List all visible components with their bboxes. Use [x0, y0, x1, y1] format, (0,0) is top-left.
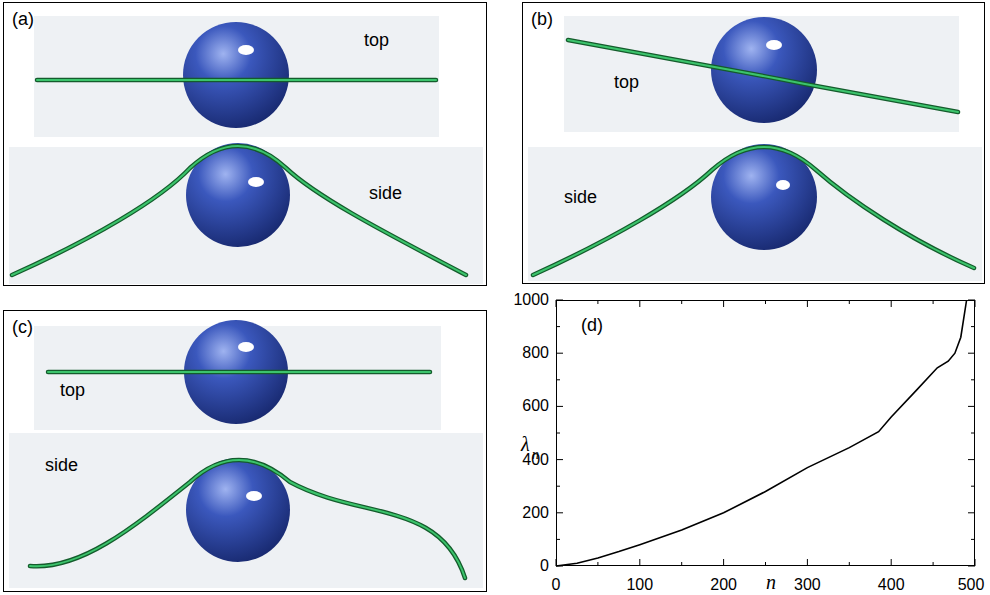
view-band: top — [34, 16, 439, 137]
panel-letter: (a) — [12, 9, 34, 30]
tick-label: 0 — [552, 576, 561, 594]
panel: (a) top side — [3, 2, 487, 286]
axis-symbol: λ — [521, 433, 530, 456]
view-label: top — [364, 30, 389, 51]
view-band: side — [528, 147, 982, 281]
view-label: side — [45, 455, 78, 476]
panel-letter: (c) — [12, 317, 33, 338]
view-label: top — [60, 380, 85, 401]
axis-subscript: n — [532, 447, 539, 463]
tick-label: 300 — [794, 576, 821, 594]
tick-label: 0 — [540, 557, 549, 575]
panel-letter: (b) — [531, 9, 553, 30]
panel-letter: (d) — [581, 315, 603, 336]
tick-label: 1000 — [513, 291, 549, 309]
panel: (c) top side — [3, 310, 487, 592]
tick-label: 800 — [522, 344, 549, 362]
view-band: side — [9, 433, 483, 588]
panel: (b) top side — [522, 2, 985, 284]
axis-ticks — [556, 300, 975, 566]
view-band: top — [34, 326, 441, 430]
eigenvalue-curve — [556, 300, 967, 566]
tick-label: 500 — [958, 576, 985, 594]
tick-label: 600 — [522, 397, 549, 415]
tick-label: 100 — [626, 576, 653, 594]
view-label: side — [369, 183, 402, 204]
axis-label: n — [766, 571, 776, 594]
tick-label: 400 — [878, 576, 905, 594]
plot-axes: (d) — [556, 300, 975, 566]
tick-label: 200 — [710, 576, 737, 594]
view-label: top — [614, 72, 639, 93]
view-label: side — [564, 187, 597, 208]
view-band: side — [9, 147, 483, 284]
tick-label: 200 — [522, 504, 549, 522]
view-band: top — [564, 16, 959, 132]
